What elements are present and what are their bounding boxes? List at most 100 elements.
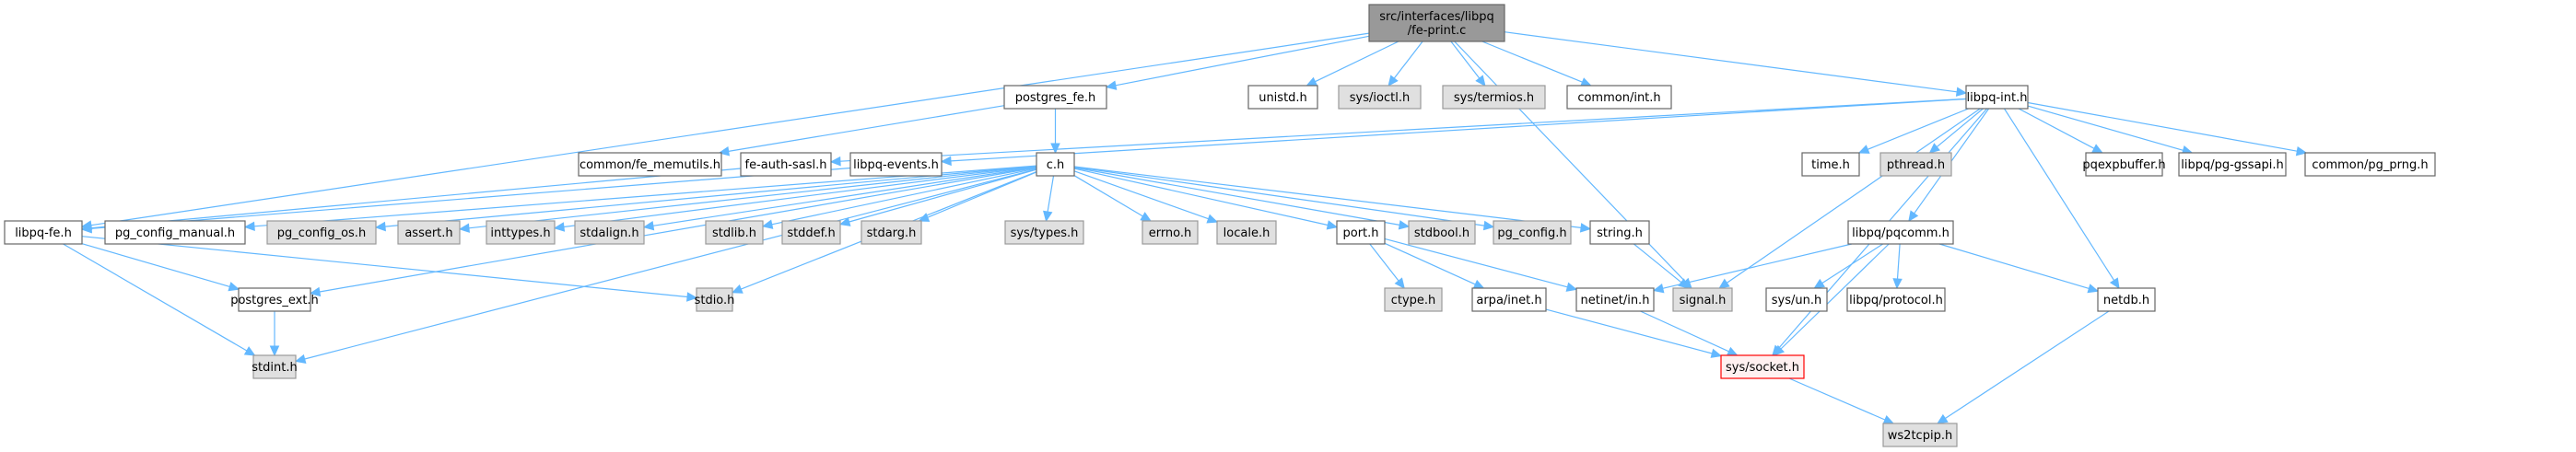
edge-line — [927, 171, 1037, 218]
edge-libpq-int-h-to-common-pg-prng-h — [2027, 101, 2308, 156]
edge-line — [1384, 242, 1476, 285]
arrowhead-icon — [1773, 344, 1785, 356]
node-libpq-pqcomm-h[interactable]: libpq/pqcomm.h — [1847, 220, 1954, 245]
node-sys-un-h[interactable]: sys/un.h — [1765, 287, 1828, 312]
node-libpq-pg-gssapi-h[interactable]: libpq/pg-gssapi.h — [2178, 152, 2287, 177]
edge-line — [728, 105, 1005, 152]
node-stdint-h[interactable]: stdint.h — [252, 354, 298, 379]
arrowhead-icon — [243, 221, 255, 232]
edge-line — [1073, 167, 1400, 226]
node-postgres-ext-h[interactable]: postgres_ext.h — [230, 287, 319, 312]
node-locale-h[interactable]: locale.h — [1216, 220, 1277, 245]
node-sys-ioctl-h[interactable]: sys/ioctl.h — [1338, 85, 1422, 110]
node-label: stdlib.h — [712, 226, 756, 240]
node-netdb-h[interactable]: netdb.h — [2097, 287, 2156, 312]
node-box — [1384, 287, 1443, 312]
edge-line — [1936, 108, 1984, 148]
node-sys-termios-h[interactable]: sys/termios.h — [1442, 85, 1546, 110]
node-label: postgres_ext.h — [230, 294, 319, 307]
node-label: ctype.h — [1391, 294, 1436, 307]
edge-fe-auth-sasl-h-to-libpq-fe-h — [80, 168, 742, 233]
edge-line — [849, 168, 1037, 223]
node-box — [1471, 287, 1547, 312]
node-stdbool-h[interactable]: stdbool.h — [1408, 220, 1476, 245]
node-stdarg-h[interactable]: stdarg.h — [861, 220, 922, 245]
node-box — [104, 220, 246, 245]
node-ctype-h[interactable]: ctype.h — [1384, 287, 1443, 312]
edge-line — [2003, 108, 2115, 281]
node-pthread-h[interactable]: pthread.h — [1879, 152, 1952, 177]
arrowhead-icon — [1726, 346, 1739, 356]
node-stdalign-h[interactable]: stdalign.h — [574, 220, 645, 245]
node-assert-h[interactable]: assert.h — [397, 220, 461, 245]
edge-c-h-to-locale-h — [1073, 170, 1219, 224]
node-inttypes-h[interactable]: inttypes.h — [486, 220, 556, 245]
node-sys-socket-h[interactable]: sys/socket.h — [1720, 354, 1805, 379]
node-label: libpq/protocol.h — [1849, 294, 1943, 307]
node-pg-config-h[interactable]: pg_config.h — [1493, 220, 1572, 245]
node-label: time.h — [1811, 158, 1850, 172]
node-box — [1336, 220, 1386, 245]
arrowhead-icon — [243, 346, 256, 356]
node-pqexpbuffer-h[interactable]: pqexpbuffer.h — [2082, 152, 2166, 177]
node-stdio-h[interactable]: stdio.h — [695, 287, 735, 312]
node-label: errno.h — [1149, 226, 1192, 240]
node-label: libpq-int.h — [1967, 91, 2028, 105]
node-errno-h[interactable]: errno.h — [1142, 220, 1199, 245]
node-stdlib-h[interactable]: stdlib.h — [705, 220, 764, 245]
arrowhead-icon — [1306, 76, 1318, 87]
node-signal-h[interactable]: signal.h — [1672, 287, 1733, 312]
node-box — [861, 220, 922, 245]
node-postgres-fe-h[interactable]: postgres_fe.h — [1003, 85, 1107, 110]
node-box — [1142, 220, 1199, 245]
arrowhead-icon — [1710, 348, 1723, 358]
node-ws2tcpip-h[interactable]: ws2tcpip.h — [1882, 423, 1958, 447]
node-unistd-h[interactable]: unistd.h — [1247, 85, 1318, 110]
node-arpa-inet-h[interactable]: arpa/inet.h — [1471, 287, 1547, 312]
node-label: pg_config_manual.h — [115, 226, 235, 240]
node-common-fe-memutils-h[interactable]: common/fe_memutils.h — [578, 152, 722, 177]
node-libpq-protocol-h[interactable]: libpq/protocol.h — [1846, 287, 1946, 312]
node-label: libpq/pg-gssapi.h — [2181, 158, 2284, 172]
edge-libpq-fe-h-to-postgres-ext-h — [81, 243, 240, 292]
node-pg-config-os-h[interactable]: pg_config_os.h — [266, 220, 377, 245]
node-pg-config-manual-h[interactable]: pg_config_manual.h — [104, 220, 246, 245]
node-stddef-h[interactable]: stddef.h — [781, 220, 841, 245]
node-time-h[interactable]: time.h — [1801, 152, 1860, 177]
edge-c-h-to-stddef-h — [838, 168, 1037, 226]
nodes-layer: src/interfaces/libpq/fe-print.cpostgres_… — [4, 4, 2436, 447]
node-c-h[interactable]: c.h — [1036, 152, 1075, 177]
arrowhead-icon — [228, 282, 240, 292]
node-label: fe-auth-sasl.h — [745, 158, 827, 172]
edge-line — [1504, 31, 1958, 93]
node-box — [486, 220, 556, 245]
edge-line — [81, 243, 230, 287]
edge-c-h-to-stdbool-h — [1073, 167, 1411, 230]
node-box — [578, 152, 722, 177]
node-box — [781, 220, 841, 245]
arrowhead-icon — [294, 353, 307, 365]
edge-libpq-int-h-to-signal-h — [1718, 108, 1981, 289]
node-libpq-events-h[interactable]: libpq-events.h — [849, 152, 943, 177]
node-port-h[interactable]: port.h — [1336, 220, 1386, 245]
node-label: netinet/in.h — [1581, 294, 1650, 307]
edge-libpq-pqcomm-h-to-netdb-h — [1938, 243, 2100, 294]
node-label: assert.h — [404, 226, 452, 240]
node-libpq-int-h[interactable]: libpq-int.h — [1965, 85, 2029, 110]
node-label: arpa/inet.h — [1476, 294, 1541, 307]
node-netinet-in-h[interactable]: netinet/in.h — [1575, 287, 1655, 312]
node-common-int-h[interactable]: common/int.h — [1566, 85, 1672, 110]
node-string-h[interactable]: string.h — [1589, 220, 1650, 245]
node-libpq-fe-h[interactable]: libpq-fe.h — [4, 220, 83, 245]
edge-line — [90, 168, 742, 229]
edge-line — [1896, 243, 1901, 280]
node-sys-types-h[interactable]: sys/types.h — [1004, 220, 1084, 245]
node-label: sys/un.h — [1772, 294, 1821, 307]
node-label: libpq-fe.h — [15, 226, 72, 240]
node-box — [1036, 152, 1075, 177]
node-label: string.h — [1597, 226, 1643, 240]
edge-line — [1640, 310, 1729, 353]
node-box — [740, 152, 832, 177]
node-common-pg-prng-h[interactable]: common/pg_prng.h — [2304, 152, 2436, 177]
node-fe-auth-sasl-h[interactable]: fe-auth-sasl.h — [740, 152, 832, 177]
